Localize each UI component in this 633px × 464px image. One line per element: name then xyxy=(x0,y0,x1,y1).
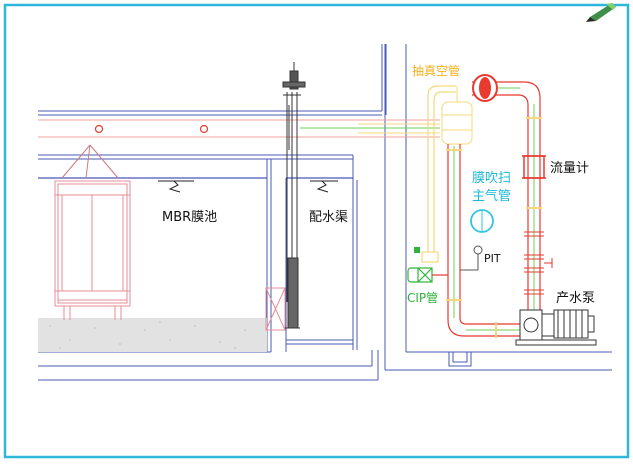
bell-mouth-inlet xyxy=(472,74,498,102)
label-product-pump: 产水泵 xyxy=(556,291,595,306)
product-water-pipe xyxy=(447,81,541,337)
label-cip-pipe: CIP管 xyxy=(407,290,438,305)
pump-icon xyxy=(515,309,597,346)
sludge-dots xyxy=(49,321,246,349)
vacuum-tank xyxy=(441,86,473,145)
gate-valve xyxy=(524,254,553,273)
pressure-transmitter xyxy=(460,245,483,271)
label-distribution-channel: 配水渠 xyxy=(309,210,348,225)
channel-actuator xyxy=(282,62,306,329)
water-level-marker xyxy=(158,180,338,193)
vacuum-pipe xyxy=(421,85,456,263)
air-main-pipe xyxy=(470,209,494,233)
label-vacuum-pipe: 抽真空管 xyxy=(412,63,460,78)
flowmeter-icon xyxy=(522,155,546,179)
membrane-module xyxy=(54,144,131,320)
label-flowmeter: 流量计 xyxy=(550,161,589,176)
cip-valve xyxy=(407,267,448,283)
header-pipes xyxy=(38,119,440,138)
frame-border xyxy=(3,3,630,459)
tank-walls xyxy=(38,44,612,381)
label-mbr-tank: MBR膜池 xyxy=(162,210,217,225)
small-green-valve xyxy=(414,247,420,253)
pipe-clamp xyxy=(446,117,542,338)
pen-icon xyxy=(586,3,616,22)
pipe-flange xyxy=(94,124,209,134)
valve-box xyxy=(265,287,286,331)
check-valve xyxy=(524,231,544,295)
label-pit: PIT xyxy=(484,252,501,265)
sludge-layer xyxy=(38,318,267,352)
label-membrane-scour-main: 膜吹扫 主气管 xyxy=(472,171,515,204)
